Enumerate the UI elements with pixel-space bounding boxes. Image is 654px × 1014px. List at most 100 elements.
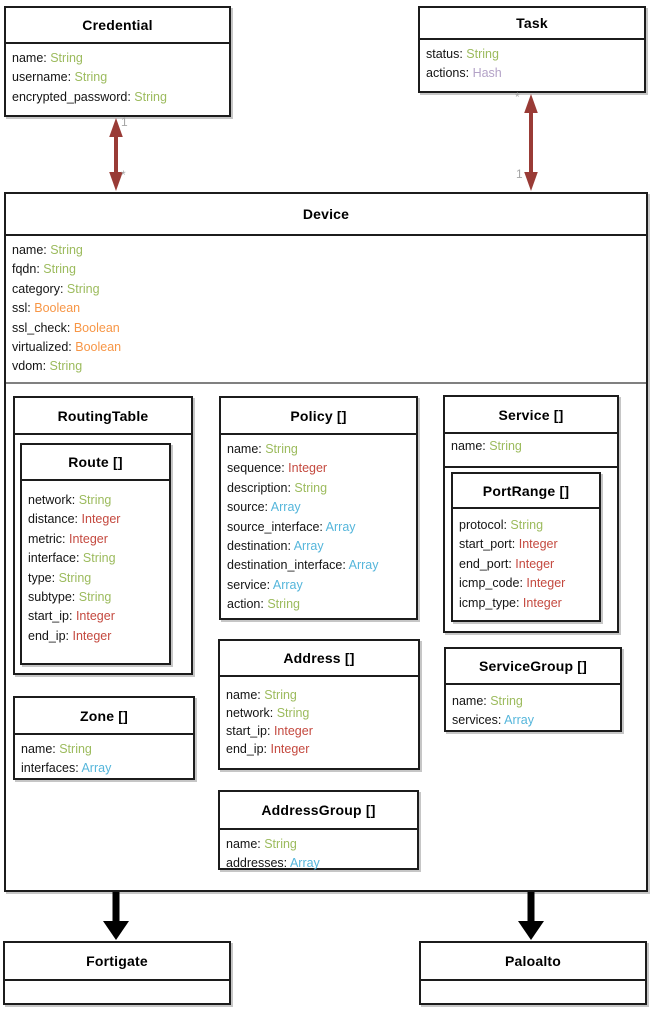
class-title-addressgroup: AddressGroup [] [220, 792, 417, 830]
attribute-type: String [78, 493, 112, 507]
attribute-row: icmp_type: Integer [459, 594, 593, 613]
attribute-type: Array [270, 500, 301, 515]
attribute-type: Array [293, 539, 324, 554]
attribute-name: name: [21, 742, 60, 756]
attribute-name: name: [452, 694, 491, 708]
attribute-row: metric: Integer [28, 530, 163, 549]
attribute-type: String [264, 837, 297, 851]
attribute-type: Array [289, 856, 320, 871]
attribute-name: end_port: [459, 556, 516, 571]
class-title-servicegroup: ServiceGroup [] [446, 649, 620, 685]
attribute-name: start_ip: [226, 724, 274, 738]
attribute-type: String [74, 70, 108, 85]
attribute-type: Integer [81, 512, 121, 527]
attribute-name: virtualized: [12, 340, 76, 355]
class-title-task: Task [420, 8, 644, 40]
attribute-type: Array [272, 577, 303, 592]
class-title-policy: Policy [] [221, 398, 416, 435]
attribute-row: vdom: String [12, 357, 640, 376]
attribute-row: fqdn: String [12, 260, 640, 279]
attribute-name: vdom: [12, 359, 50, 374]
multiplicity-credential-end: 1 [121, 115, 128, 129]
attribute-type: String [134, 89, 167, 104]
attribute-type: Integer [518, 537, 558, 552]
class-title-paloalto: Paloalto [421, 943, 645, 981]
class-attrs-fortigate [5, 981, 229, 991]
attribute-row: destination_interface: Array [227, 556, 410, 575]
class-attrs-paloalto [421, 981, 645, 991]
attribute-name: source_interface: [227, 519, 326, 534]
attribute-name: encrypted_password: [12, 89, 135, 104]
attribute-type: Boolean [34, 301, 81, 316]
attribute-type: String [490, 694, 523, 708]
attribute-type: String [43, 262, 76, 277]
class-attrs-route: network: String distance: Integer metric: … [22, 481, 169, 651]
attribute-name: username: [12, 70, 75, 85]
task-device-association-arrow [524, 94, 538, 191]
attribute-row: name: String [12, 241, 640, 260]
attribute-name: description: [227, 480, 295, 495]
attribute-row: network: String [226, 704, 412, 722]
attribute-row: end_ip: Integer [28, 627, 163, 646]
class-box-portrange: PortRange [] protocol: String start_port:… [451, 472, 601, 622]
attribute-type: String [66, 281, 100, 296]
multiplicity-device-end-task: 1 [516, 167, 523, 181]
attribute-type: Integer [72, 628, 112, 643]
attribute-row: network: String [28, 491, 163, 510]
attribute-row: sequence: Integer [227, 459, 410, 478]
attribute-name: ssl_check: [12, 320, 74, 335]
attribute-name: name: [12, 51, 51, 65]
attribute-name: distance: [28, 512, 82, 527]
attribute-name: action: [227, 597, 268, 612]
attribute-name: status: [426, 47, 467, 61]
attribute-name: addresses: [226, 856, 290, 871]
attribute-name: name: [226, 688, 265, 702]
attribute-name: subtype: [28, 590, 79, 605]
attribute-row: source_interface: Array [227, 518, 410, 537]
attribute-row: encrypted_password: String [12, 88, 223, 107]
attribute-row: services: Array [452, 711, 614, 730]
attribute-row: protocol: String [459, 516, 593, 535]
attribute-row: start_ip: Integer [226, 722, 412, 740]
attribute-row: service: Array [227, 576, 410, 595]
attribute-name: type: [28, 570, 59, 585]
attribute-row: interface: String [28, 549, 163, 568]
attribute-type: Integer [522, 595, 562, 610]
attribute-type: String [294, 480, 328, 495]
attribute-type: Boolean [73, 320, 120, 335]
attribute-row: category: String [12, 280, 640, 299]
attribute-name: actions: [426, 66, 473, 81]
attribute-type: String [510, 518, 544, 532]
attribute-type: String [264, 688, 297, 702]
class-box-paloalto: Paloalto [419, 941, 647, 1005]
attribute-name: ssl: [12, 301, 35, 316]
attribute-type: Boolean [75, 340, 122, 355]
attribute-name: sequence: [227, 461, 289, 476]
attribute-name: start_port: [459, 537, 519, 552]
attribute-row: interfaces: Array [21, 759, 187, 778]
class-title-portrange: PortRange [] [453, 474, 599, 509]
attribute-name: destination: [227, 539, 294, 554]
attribute-type: Integer [75, 609, 115, 624]
class-attrs-service: name: String [445, 434, 617, 468]
attribute-name: protocol: [459, 518, 511, 532]
attribute-row: action: String [227, 595, 410, 614]
attribute-row: actions: Hash [426, 64, 638, 83]
attribute-type: Integer [526, 576, 566, 591]
attribute-type: String [58, 570, 92, 585]
class-title-device: Device [6, 194, 646, 236]
attribute-row: name: String [227, 440, 410, 459]
attribute-type: String [59, 742, 92, 756]
attribute-name: end_ip: [226, 742, 271, 756]
attribute-row: ssl: Boolean [12, 299, 640, 318]
attribute-name: icmp_type: [459, 595, 523, 610]
attribute-name: destination_interface: [227, 558, 349, 573]
attribute-row: icmp_code: Integer [459, 574, 593, 593]
